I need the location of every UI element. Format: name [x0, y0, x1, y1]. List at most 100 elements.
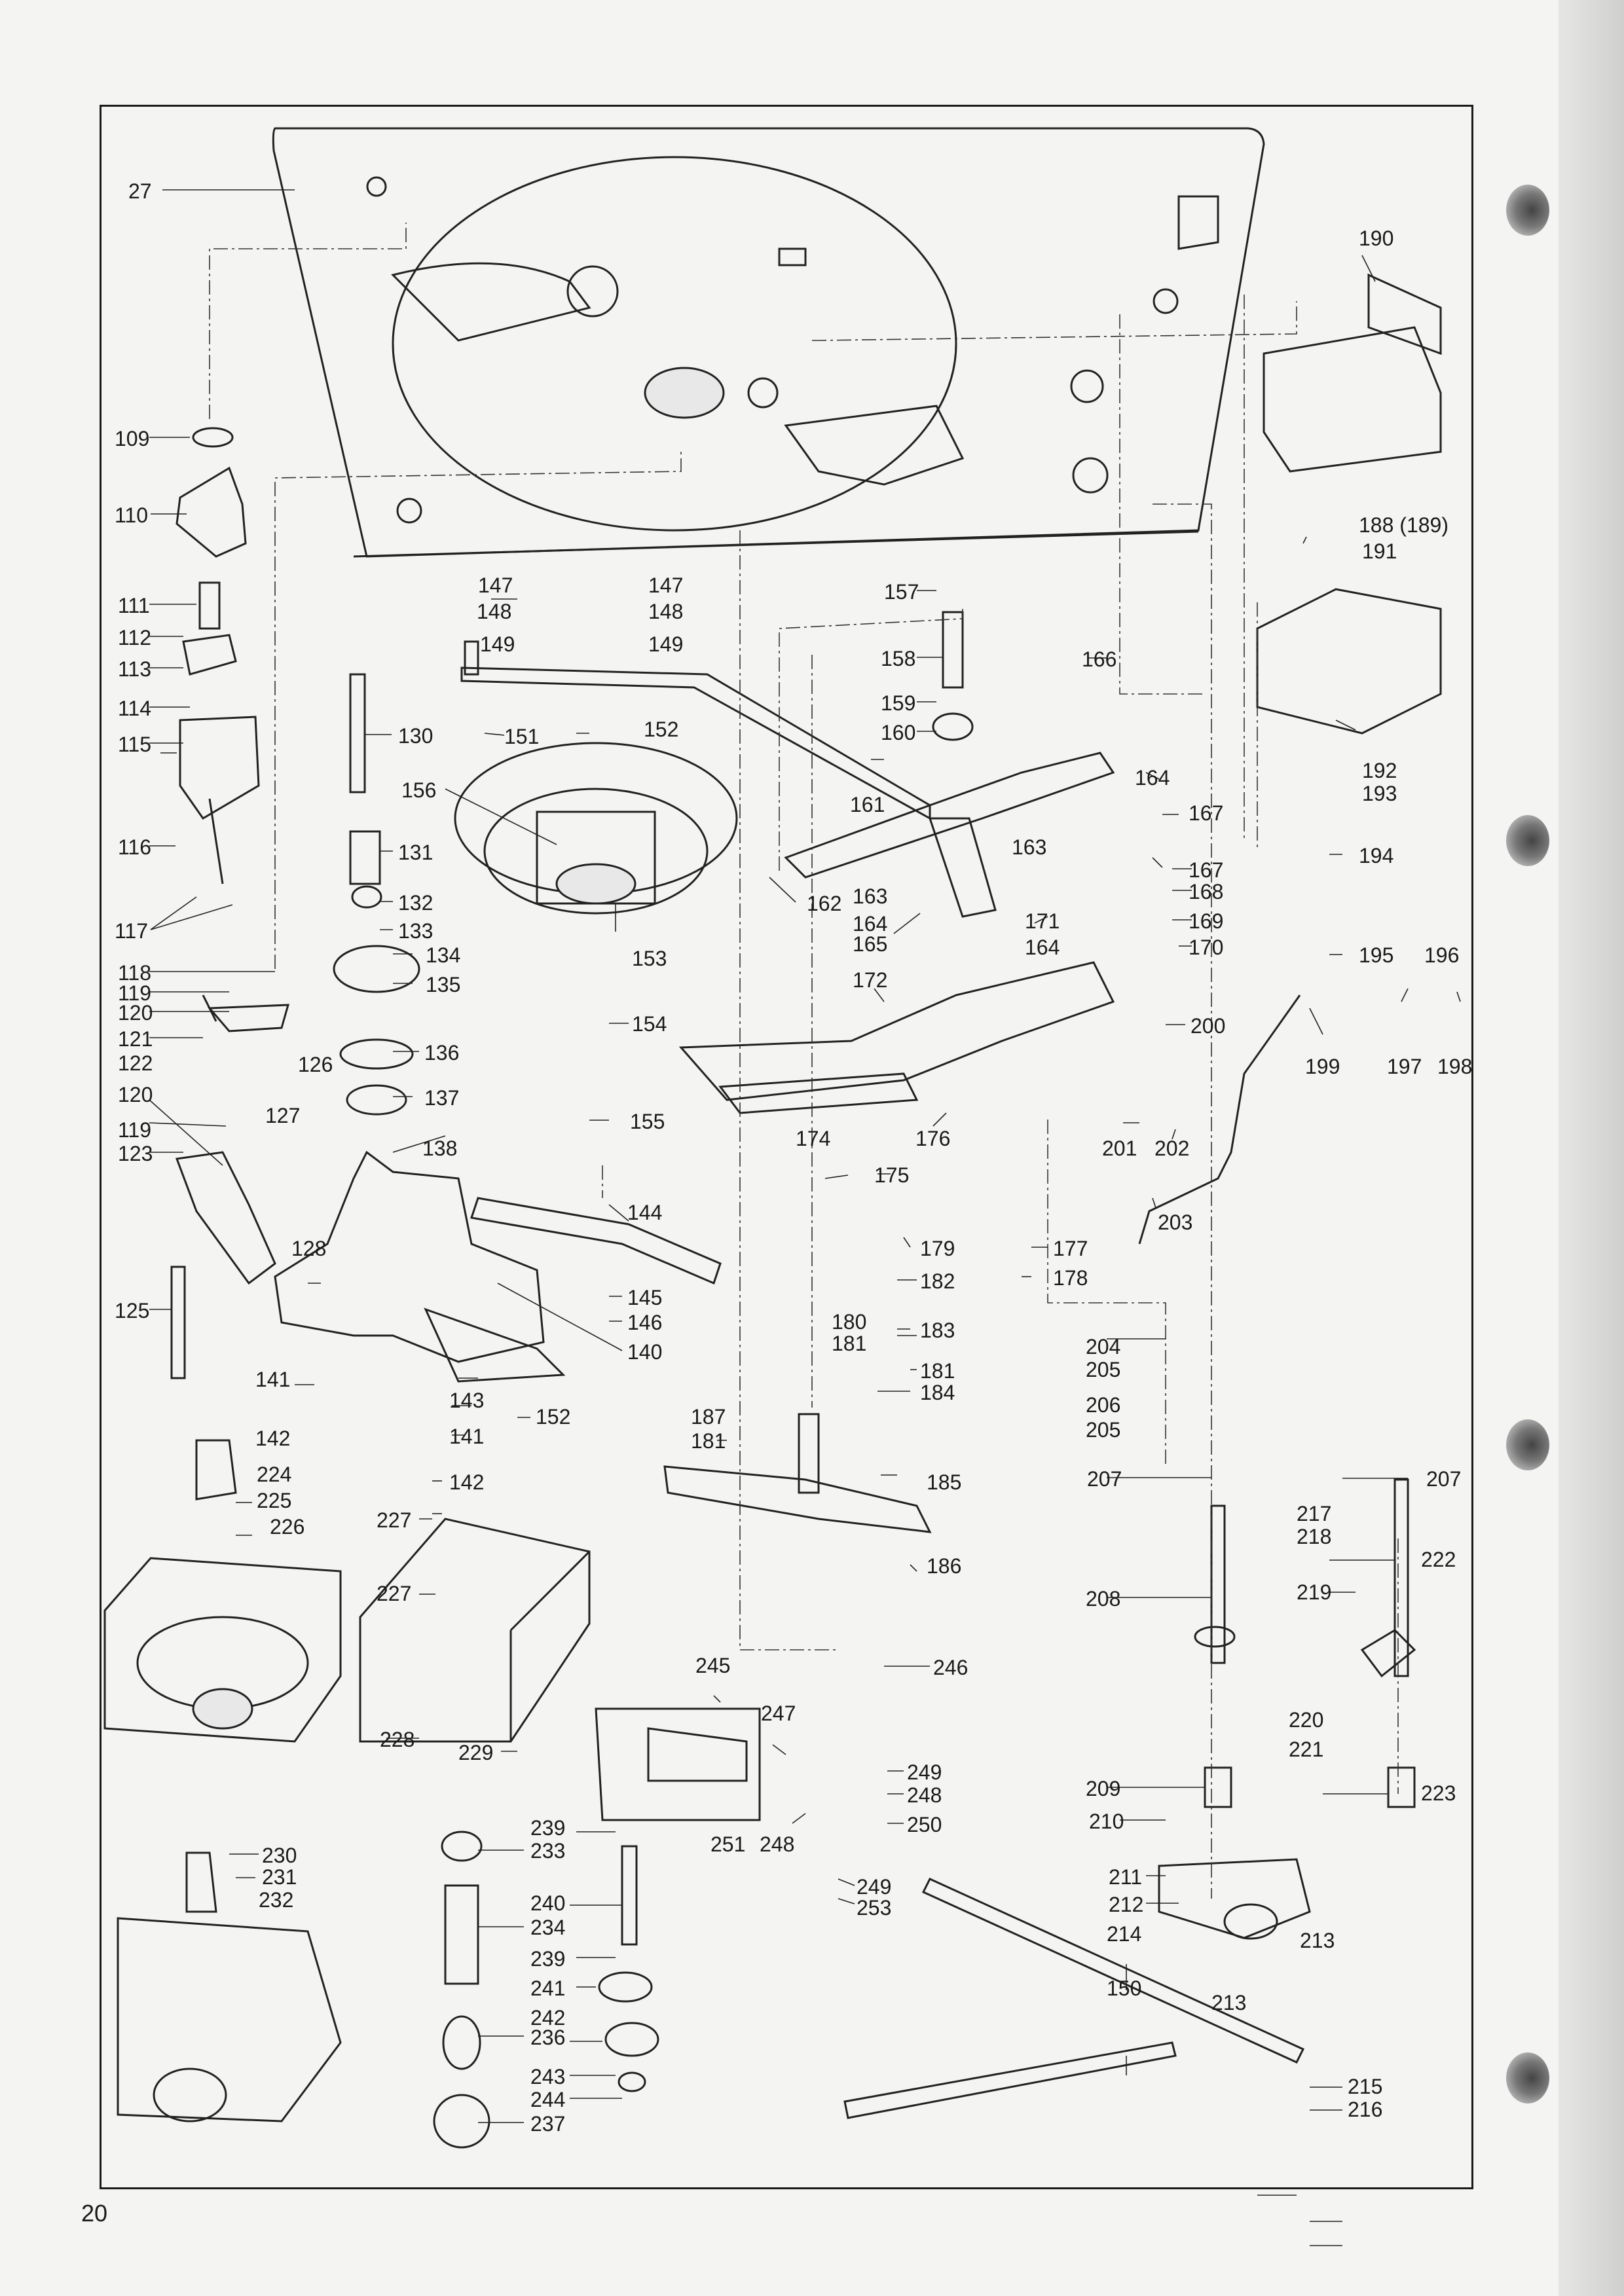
- callout-label: 221: [1289, 1738, 1323, 1761]
- callout-label: 166: [1082, 647, 1116, 671]
- callout-label: 168: [1189, 880, 1223, 903]
- callout-label: 169: [1189, 909, 1223, 933]
- callout-label: 180: [832, 1310, 866, 1334]
- callout-label: 109: [115, 427, 149, 450]
- callout-label: 198: [1437, 1055, 1472, 1078]
- callout-label: 230: [262, 1844, 297, 1867]
- leader-lines: [149, 189, 1461, 2246]
- callout-label: 229: [458, 1741, 493, 1764]
- callout-label: 138: [422, 1137, 457, 1160]
- callout-label: 147: [478, 574, 513, 597]
- callout-label: 172: [853, 968, 887, 992]
- callout-label: 209: [1086, 1777, 1120, 1800]
- callout-label: 140: [627, 1340, 662, 1364]
- callout-label: 211: [1109, 1865, 1142, 1889]
- callout-label: 241: [530, 1977, 565, 2000]
- callout-label: 210: [1089, 1810, 1124, 1833]
- callout-label: 181: [832, 1332, 866, 1355]
- callout-label: 250: [907, 1813, 942, 1836]
- binder-hole-icon: [1506, 2052, 1549, 2104]
- callout-label: 191: [1362, 539, 1397, 563]
- callout-label: 186: [927, 1554, 961, 1578]
- callout-label: 212: [1109, 1893, 1143, 1916]
- callout-label: 174: [796, 1127, 830, 1150]
- callout-label: 153: [632, 947, 667, 970]
- callout-label: 185: [927, 1470, 961, 1494]
- callout-label: 147: [648, 574, 683, 597]
- callout-label: 135: [426, 973, 460, 996]
- callout-label: 178: [1053, 1266, 1088, 1290]
- callout-label: 112: [118, 626, 151, 649]
- parts-drawing: [103, 127, 1442, 2149]
- callout-label: 213: [1300, 1929, 1335, 1952]
- binder-hole-icon: [1506, 185, 1549, 236]
- callout-label: 207: [1426, 1467, 1461, 1491]
- callout-label: 154: [632, 1012, 667, 1036]
- callout-label: 249: [857, 1875, 891, 1899]
- callout-label: 164: [1025, 936, 1060, 959]
- callout-label: 160: [881, 721, 915, 744]
- callout-label: 132: [398, 891, 433, 915]
- callout-label: 248: [907, 1783, 942, 1807]
- callout-label: 192: [1362, 759, 1397, 782]
- callout-label: 127: [265, 1104, 300, 1127]
- callout-label: 125: [115, 1299, 149, 1322]
- binder-hole-icon: [1506, 1419, 1549, 1470]
- callout-labels: 27 109 110 111 112 113 114 115 116 117 1…: [115, 179, 1472, 2136]
- callout-label: 208: [1086, 1587, 1120, 1611]
- callout-label: 220: [1289, 1708, 1323, 1732]
- callout-label: 137: [424, 1086, 459, 1110]
- callout-label: 244: [530, 2088, 565, 2111]
- callout-label: 207: [1087, 1467, 1122, 1491]
- callout-label: 110: [115, 503, 148, 527]
- callout-label: 27: [128, 179, 152, 203]
- callout-label: 182: [920, 1269, 955, 1293]
- callout-label: 217: [1297, 1502, 1331, 1525]
- callout-label: 167: [1189, 801, 1223, 825]
- callout-label: 163: [853, 884, 887, 908]
- callout-label: 143: [449, 1389, 484, 1412]
- callout-label: 126: [298, 1053, 333, 1076]
- callout-label: 130: [398, 724, 433, 748]
- callout-label: 193: [1362, 782, 1397, 805]
- callout-label: 232: [259, 1888, 293, 1912]
- callout-label: 123: [118, 1142, 153, 1165]
- callout-label: 170: [1189, 936, 1223, 959]
- callout-label: 114: [118, 697, 151, 720]
- callout-label: 167: [1189, 858, 1223, 882]
- callout-label: 197: [1387, 1055, 1422, 1078]
- callout-label: 141: [449, 1425, 484, 1448]
- callout-label: 133: [398, 919, 433, 943]
- callout-label: 159: [881, 691, 915, 715]
- callout-label: 158: [881, 647, 915, 670]
- callout-label: 120: [118, 1083, 153, 1106]
- callout-label: 233: [530, 1839, 565, 1863]
- callout-label: 222: [1421, 1548, 1456, 1571]
- page-number: 20: [81, 2200, 108, 2227]
- callout-label: 224: [257, 1463, 291, 1486]
- callout-label: 121: [118, 1027, 153, 1051]
- callout-label: 119: [118, 981, 151, 1005]
- callout-label: 145: [627, 1286, 662, 1309]
- callout-label: 194: [1359, 844, 1393, 867]
- callout-label: 195: [1359, 943, 1393, 967]
- callout-label: 116: [118, 835, 151, 859]
- page-edge-shadow: [1559, 0, 1624, 2296]
- callout-label: 162: [807, 892, 841, 915]
- callout-label: 163: [1012, 835, 1046, 859]
- callout-label: 215: [1348, 2075, 1382, 2098]
- callout-label: 231: [262, 1865, 297, 1889]
- callout-label: 246: [933, 1656, 968, 1679]
- callout-label: 188 (189): [1359, 513, 1449, 537]
- diagram-frame: [100, 105, 1473, 2189]
- callout-label: 111: [118, 594, 150, 617]
- callout-label: 239: [530, 1816, 565, 1840]
- callout-label: 164: [853, 912, 887, 936]
- callout-label: 164: [1135, 766, 1170, 790]
- callout-label: 115: [118, 733, 151, 756]
- callout-label: 142: [449, 1470, 484, 1494]
- callout-label: 134: [426, 943, 460, 967]
- callout-label: 176: [915, 1127, 950, 1150]
- callout-label: 181: [691, 1429, 726, 1453]
- callout-label: 177: [1053, 1237, 1088, 1260]
